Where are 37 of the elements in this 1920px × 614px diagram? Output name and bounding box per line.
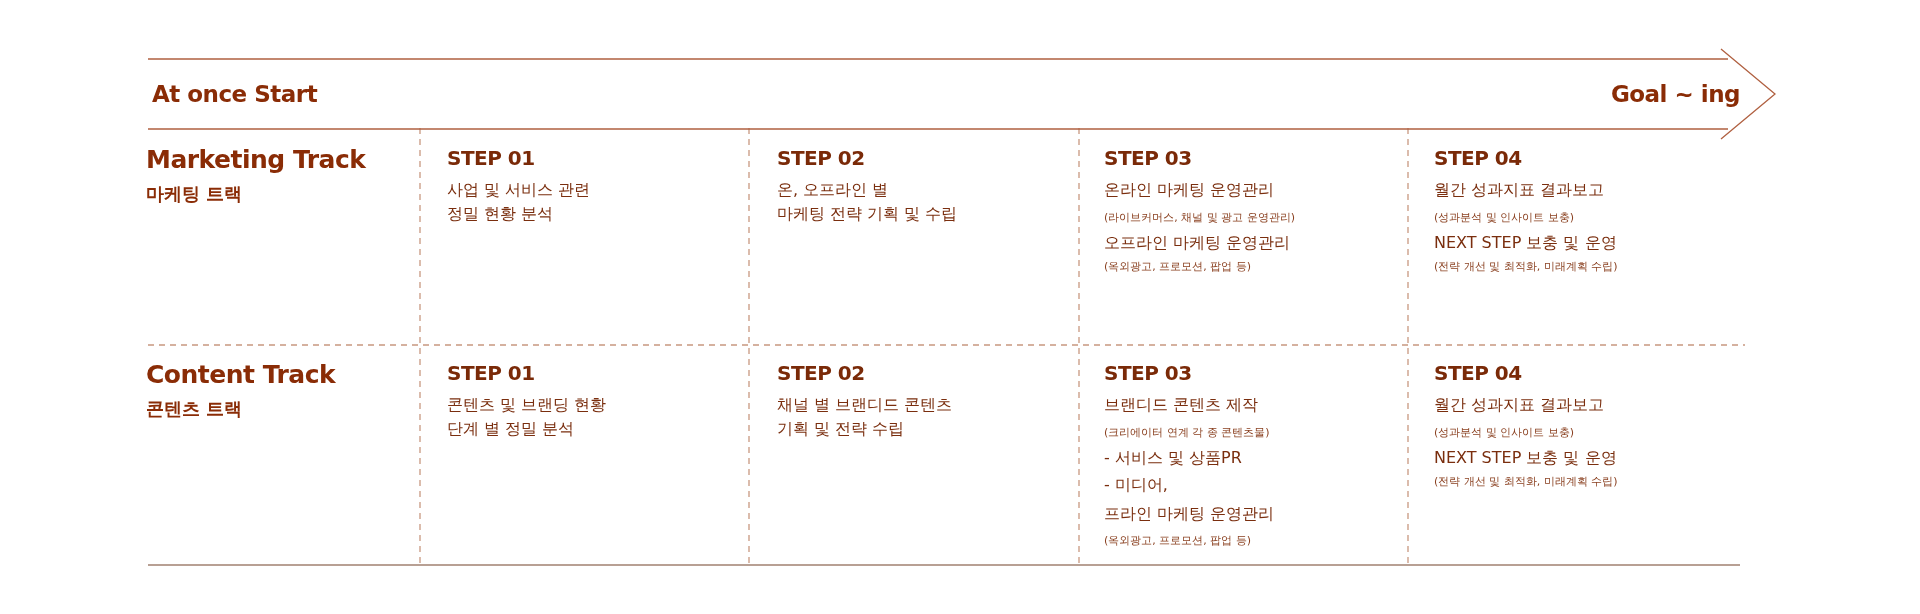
step-title: STEP 03	[1104, 361, 1192, 385]
track-title: Content Track	[146, 360, 336, 390]
goal-label: Goal ~ ing	[1610, 81, 1740, 109]
step-description: 사업 및 서비스 관련 정밀 현황 분석	[447, 179, 591, 225]
step-description: 온, 오프라인 별 마케팅 전략 기획 및 수립	[777, 179, 958, 225]
step-item: 월간 성과지표 결과보고	[1434, 179, 1605, 201]
step-note: (옥외광고, 프로모션, 팝업 등)	[1104, 533, 1252, 547]
step-title: STEP 04	[1434, 146, 1522, 170]
step-item: 오프라인 마케팅 운영관리	[1104, 232, 1291, 254]
step-item: - 서비스 및 상품PR	[1104, 447, 1242, 469]
step-item: 월간 성과지표 결과보고	[1434, 394, 1605, 416]
track-subtitle: 마케팅 트랙	[146, 183, 243, 205]
track-title: Marketing Track	[146, 145, 366, 175]
step-title: STEP 02	[777, 146, 865, 170]
step-note: (옥외광고, 프로모션, 팝업 등)	[1104, 259, 1252, 273]
step-title: STEP 03	[1104, 146, 1192, 170]
step-item: 브랜디드 콘텐츠 제작	[1104, 394, 1259, 416]
track-subtitle: 콘텐츠 트랙	[146, 398, 243, 420]
step-item: NEXT STEP 보충 및 운영	[1434, 232, 1617, 254]
step-title: STEP 02	[777, 361, 865, 385]
step-item: 프라인 마케팅 운영관리	[1104, 503, 1275, 525]
step-note: (성과분석 및 인사이트 보충)	[1434, 425, 1575, 439]
step-title: STEP 01	[447, 361, 535, 385]
step-title: STEP 01	[447, 146, 535, 170]
step-description: 채널 별 브랜디드 콘텐츠 기획 및 전략 수립	[777, 394, 953, 440]
start-label: At once Start	[152, 81, 318, 109]
step-item: - 미디어,	[1104, 474, 1168, 496]
step-item: NEXT STEP 보충 및 운영	[1434, 447, 1617, 469]
step-note: (크리에이터 연계 각 종 콘텐츠물)	[1104, 425, 1270, 439]
step-description: 콘텐츠 및 브랜딩 현황 단계 별 정밀 분석	[447, 394, 607, 440]
step-title: STEP 04	[1434, 361, 1522, 385]
step-note: (라이브커머스, 채널 및 광고 운영관리)	[1104, 210, 1296, 224]
arrow-band	[148, 48, 1776, 140]
step-item: 온라인 마케팅 운영관리	[1104, 179, 1275, 201]
step-note: (전략 개선 및 최적화, 미래계획 수립)	[1434, 474, 1618, 488]
step-note: (성과분석 및 인사이트 보충)	[1434, 210, 1575, 224]
step-note: (전략 개선 및 최적화, 미래계획 수립)	[1434, 259, 1618, 273]
